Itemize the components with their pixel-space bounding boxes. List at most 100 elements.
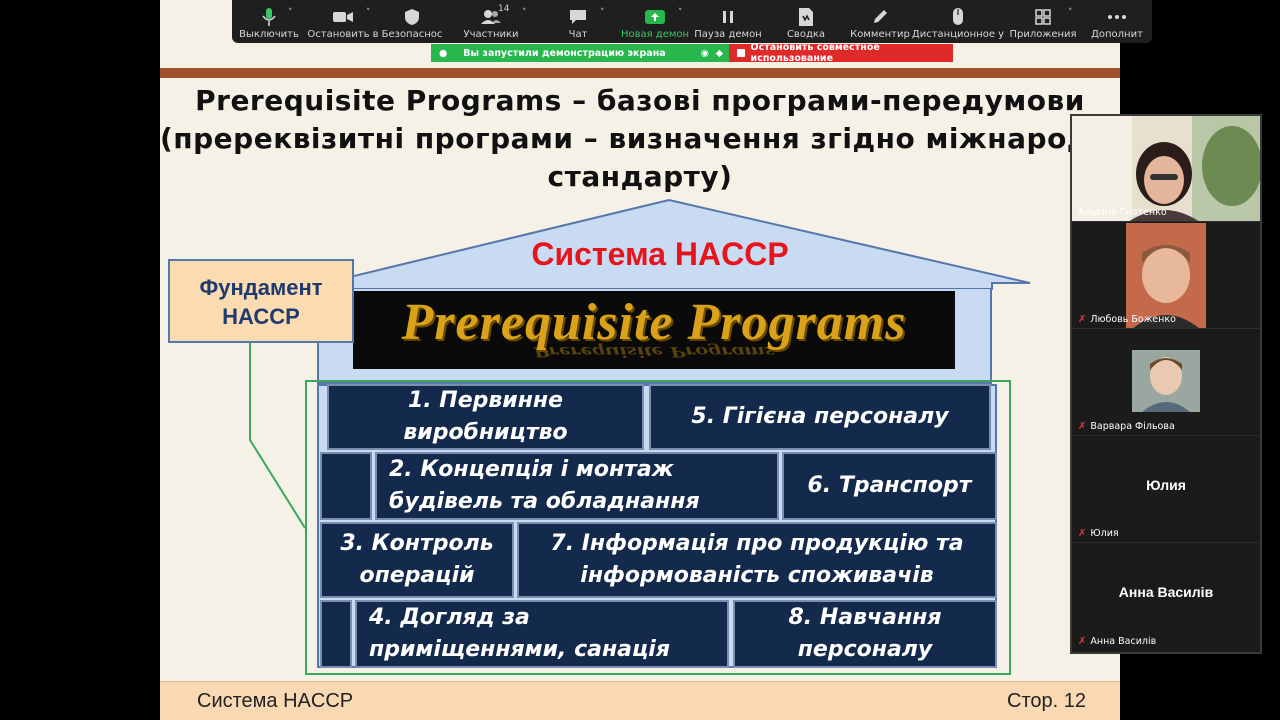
screen-share-bar: ● Вы запустили демонстрацию экрана ◉ ◆ О…	[431, 42, 953, 64]
slide-title-line-2: (пререквізитні програми – визначення згі…	[160, 122, 1120, 155]
remote-control-button[interactable]: Дистанционное у	[912, 0, 1004, 43]
prerequisite-programs-banner: Prerequisite Programs Prerequisite Progr…	[353, 291, 955, 369]
meeting-toolbar: ˅ Выключить ˅ Остановить в Безопаснос 14…	[232, 0, 1152, 43]
stop-square-icon	[737, 49, 745, 57]
share-status-pill: ● Вы запустили демонстрацию экрана ◉ ◆	[431, 44, 729, 62]
new-share-button[interactable]: ˅ Новая демон	[618, 0, 692, 43]
annotate-label: Комментир	[850, 29, 910, 40]
slide-header-bar	[160, 68, 1120, 78]
slide-footer: Система HACCP Стор. 12	[160, 681, 1120, 720]
muted-microphone-icon: ✗	[1078, 314, 1087, 325]
pause-icon	[721, 5, 735, 29]
foundation-connector	[249, 343, 306, 529]
remote-control-label: Дистанционное у	[911, 29, 1005, 40]
participant-tile[interactable]: ✗Варвара Фільова	[1072, 330, 1260, 436]
stop-share-button[interactable]: Остановить совместное использование	[729, 42, 953, 64]
foundation-label-line-1: Фундамент	[199, 275, 323, 300]
chevron-down-icon[interactable]: ˅	[366, 8, 371, 18]
shield-icon	[404, 5, 420, 29]
stop-share-label: Остановить совместное использование	[750, 42, 880, 64]
presentation-slide: Prerequisite Programs – базові програми-…	[160, 0, 1120, 720]
brick-personal-hygiene: 5. Гігієна персоналу	[649, 384, 991, 450]
summary-icon	[797, 5, 815, 29]
mute-label: Выключить	[239, 29, 299, 40]
chevron-down-icon[interactable]: ˅	[1068, 8, 1073, 18]
annotate-button[interactable]: Комментир	[848, 0, 912, 43]
summary-label: Сводка	[786, 29, 826, 40]
participant-display-name: Юлия	[1146, 477, 1186, 493]
muted-microphone-icon: ✗	[1078, 636, 1087, 647]
brick-product-information: 7. Інформація про продукцію та інформова…	[517, 522, 997, 598]
drag-handle-icon[interactable]: ●	[439, 47, 448, 59]
muted-microphone-icon: ✗	[1078, 528, 1087, 539]
shield-icon: ◆	[715, 47, 723, 59]
foundation-label: Фундамент НАССР	[168, 259, 354, 343]
participant-tile[interactable]: Анна Василів ✗Анна Василів	[1072, 544, 1260, 650]
brick-premises-sanitation: 4. Догляд за приміщеннями, санація	[355, 600, 729, 668]
participants-label: Участники	[463, 29, 519, 40]
chevron-down-icon[interactable]: ˅	[678, 8, 683, 18]
microphone-icon	[261, 5, 277, 29]
participants-gallery: Альбіна Гнатенко ✗Любовь Боженко ✗Варвар…	[1070, 114, 1262, 654]
stop-video-button[interactable]: ˅ Остановить в	[306, 0, 380, 43]
haccp-system-title: Система HACCP	[531, 236, 789, 272]
chat-button[interactable]: ˅ Чат	[538, 0, 618, 43]
share-status-text: Вы запустили демонстрацию экрана	[463, 47, 666, 59]
brick-buildings-equipment: 2. Концепція і монтаж будівель та обладн…	[375, 452, 779, 520]
chevron-down-icon[interactable]: ˅	[522, 8, 527, 18]
mute-button[interactable]: ˅ Выключить	[232, 0, 306, 43]
participant-name: ✗Любовь Боженко	[1078, 314, 1176, 325]
pencil-icon	[871, 5, 889, 29]
more-label: Дополнит	[1091, 29, 1143, 40]
pause-share-button[interactable]: Пауза демон	[692, 0, 764, 43]
stop-video-label: Остановить в	[307, 29, 379, 40]
participants-button[interactable]: 14 ˅ Участники	[444, 0, 538, 43]
brick-spacer	[320, 452, 372, 520]
chat-icon	[568, 5, 588, 29]
chevron-down-icon[interactable]: ˅	[288, 8, 293, 18]
slide-title-line-1: Prerequisite Programs – базові програми-…	[195, 84, 1085, 117]
security-button[interactable]: Безопаснос	[380, 0, 444, 43]
participant-name: ✗Анна Василів	[1078, 636, 1157, 647]
more-icon	[1107, 5, 1127, 29]
foundation-highlight-frame	[305, 380, 1011, 675]
new-share-label: Новая демон	[620, 29, 690, 40]
participant-name: ✗Юлия	[1078, 528, 1119, 539]
brick-spacer	[320, 600, 352, 668]
brick-operations-control: 3. Контроль операцій	[320, 522, 514, 598]
participant-name: ✗Варвара Фільова	[1078, 421, 1175, 432]
banner-text: Prerequisite Programs	[401, 294, 907, 351]
page-number: Стор. 12	[1007, 690, 1086, 712]
participants-icon	[480, 5, 502, 29]
apps-icon	[1034, 5, 1052, 29]
summary-button[interactable]: Сводка	[764, 0, 848, 43]
muted-microphone-icon: ✗	[1078, 421, 1087, 432]
participant-video	[1072, 223, 1260, 328]
participants-count: 14	[498, 4, 510, 14]
security-label: Безопаснос	[381, 29, 443, 40]
participant-name: Альбіна Гнатенко	[1078, 207, 1167, 218]
participant-tile[interactable]: Юлия ✗Юлия	[1072, 437, 1260, 543]
participant-display-name: Анна Василів	[1118, 584, 1214, 600]
foundation-label-line-2: НАССР	[222, 304, 300, 329]
participant-video	[1072, 330, 1260, 435]
footer-title: Система HACCP	[197, 690, 354, 712]
participant-tile[interactable]: ✗Любовь Боженко	[1072, 223, 1260, 329]
chat-label: Чат	[568, 29, 588, 40]
video-camera-icon	[332, 5, 354, 29]
chevron-down-icon[interactable]: ˅	[600, 8, 605, 18]
pause-icon[interactable]: ◉	[700, 47, 709, 59]
brick-primary-production: 1. Первинне виробництво	[327, 384, 644, 450]
slide-title-line-3: стандарту)	[547, 160, 733, 193]
brick-training: 8. Навчання персоналу	[733, 600, 997, 668]
participant-video	[1072, 116, 1260, 221]
apps-label: Приложения	[1009, 29, 1077, 40]
share-screen-icon	[644, 5, 666, 29]
brick-transport: 6. Транспорт	[782, 452, 997, 520]
participant-tile[interactable]: Альбіна Гнатенко	[1072, 116, 1260, 222]
apps-button[interactable]: ˅ Приложения	[1004, 0, 1082, 43]
more-button[interactable]: Дополнит	[1082, 0, 1152, 43]
mouse-icon	[951, 5, 965, 29]
slide-title: Prerequisite Programs – базові програми-…	[160, 82, 1120, 196]
pause-share-label: Пауза демон	[694, 29, 762, 40]
